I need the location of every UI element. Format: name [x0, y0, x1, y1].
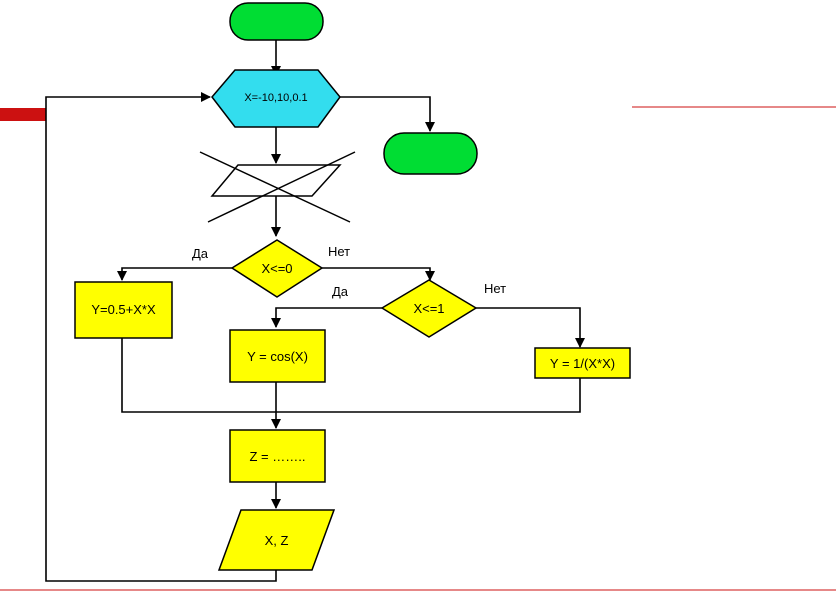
process-z-label: Z = ……..: [250, 449, 306, 464]
connectors: [45, 40, 585, 582]
process-y-cos: [229, 329, 326, 383]
output-x-z-label: X, Z: [265, 533, 289, 548]
process-y-poly-label: Y=0.5+X*X: [91, 302, 156, 317]
decision-x-le-1-yes-label: Да: [332, 284, 349, 299]
loop-hexagon: [211, 69, 341, 128]
decision-x-le-0-yes-label: Да: [192, 246, 209, 261]
end-terminal: [383, 132, 478, 175]
decision-x-le-0-label: X<=0: [261, 261, 292, 276]
process-y-inverse: [534, 347, 631, 379]
start-terminal: [229, 2, 324, 41]
decision-x-le-0-no-label: Нет: [328, 244, 350, 259]
process-y-poly: [74, 281, 173, 339]
decision-x-le-1-label: X<=1: [413, 301, 444, 316]
process-y-inverse-label: Y = 1/(X*X): [550, 356, 615, 371]
process-z: [229, 429, 326, 483]
loop-label: X=-10,10,0.1: [244, 92, 307, 104]
decision-x-le-0: [230, 239, 324, 298]
decision-x-le-1-no-label: Нет: [484, 281, 506, 296]
output-x-z: [217, 509, 336, 571]
crossed-input-block: [199, 151, 356, 223]
decision-x-le-1: [380, 279, 478, 338]
slide-accent-bar: [0, 108, 46, 121]
process-y-cos-label: Y = cos(X): [247, 349, 308, 364]
